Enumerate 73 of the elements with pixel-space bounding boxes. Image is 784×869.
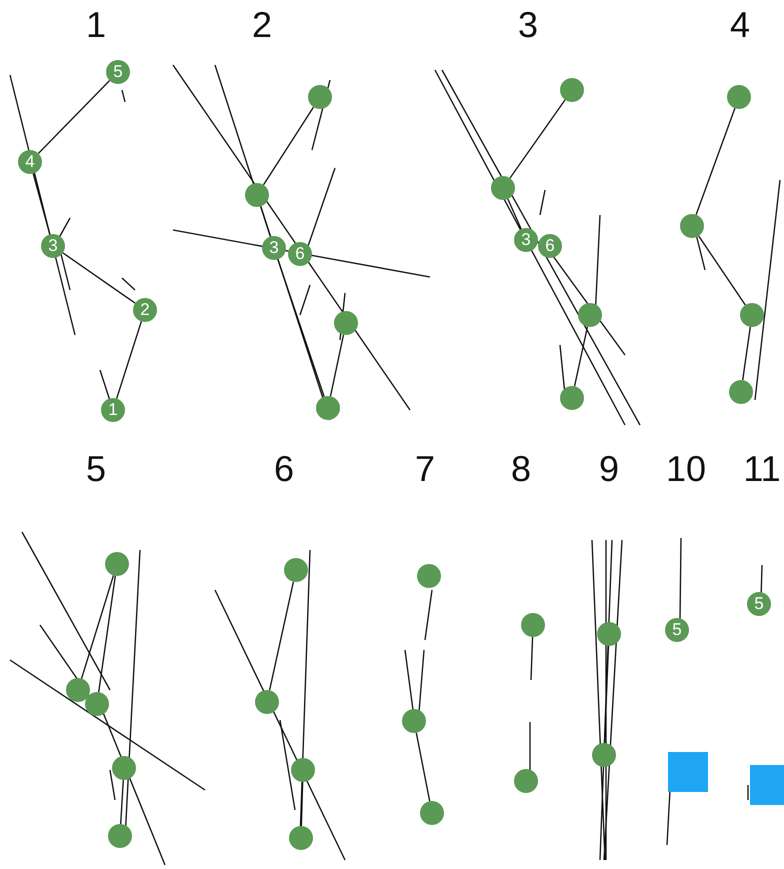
- circle-node: [420, 801, 444, 825]
- circle-node: [308, 85, 332, 109]
- circle-node: 6: [538, 234, 562, 258]
- circle-node: 5: [106, 60, 130, 84]
- connector-line: [98, 576, 116, 692]
- connector-line: [509, 99, 566, 179]
- connector-line: [507, 198, 522, 230]
- circle-node: [592, 743, 616, 767]
- connector-line: [277, 259, 325, 397]
- circle-node: [729, 380, 753, 404]
- square-node: [750, 765, 784, 805]
- connector-line: [416, 732, 430, 802]
- panel-number: 10: [666, 448, 706, 490]
- circle-node: 3: [262, 236, 286, 260]
- circle-node: [112, 756, 136, 780]
- circle-node: 2: [133, 298, 157, 322]
- circle-node: 4: [18, 150, 42, 174]
- connector-line: [38, 80, 110, 154]
- connector-line: [268, 582, 294, 690]
- connector-line: [300, 782, 304, 826]
- circle-node: [316, 396, 340, 420]
- circle-node: [402, 709, 426, 733]
- connector-line: [62, 252, 136, 304]
- panel-number: 7: [414, 448, 436, 490]
- circle-node: 3: [41, 234, 65, 258]
- circle-node: [85, 692, 109, 716]
- connector-line: [574, 326, 588, 386]
- circle-node: [514, 769, 538, 793]
- panel-number: 5: [86, 448, 106, 490]
- panel-number: 9: [598, 448, 620, 490]
- connector-line: [260, 206, 271, 237]
- panel-number: 4: [730, 4, 750, 46]
- circle-node: [105, 552, 129, 576]
- panel-number: 11: [743, 448, 781, 490]
- circle-node: [289, 826, 313, 850]
- circle-node: [560, 78, 584, 102]
- panel-number: 2: [252, 4, 272, 46]
- connector-line: [330, 334, 344, 396]
- circle-node: [284, 558, 308, 582]
- circle-node: [491, 176, 515, 200]
- panel-number: 1: [86, 4, 106, 46]
- connector-line: [120, 780, 124, 824]
- circle-node: 5: [747, 592, 771, 616]
- connector-line: [604, 646, 610, 744]
- circle-node: [108, 824, 132, 848]
- panel-number: 3: [518, 4, 538, 46]
- connector-line: [116, 321, 142, 399]
- circle-node: 3: [514, 228, 538, 252]
- connector-line: [32, 173, 50, 235]
- connector-line: [80, 575, 114, 679]
- circle-node: [578, 303, 602, 327]
- circle-node: [291, 758, 315, 782]
- connector-line: [698, 236, 746, 306]
- connector-line: [742, 326, 751, 380]
- connector-line: [696, 108, 736, 215]
- circle-node: [680, 214, 704, 238]
- circle-node: [727, 85, 751, 109]
- panel-number: 6: [274, 448, 294, 490]
- circle-node: [597, 622, 621, 646]
- circle-node: [334, 311, 358, 335]
- connector-line: [262, 106, 314, 186]
- circle-node: [521, 613, 545, 637]
- square-node: [668, 752, 708, 792]
- circle-node: 6: [288, 242, 312, 266]
- circle-node: [66, 678, 90, 702]
- circle-node: [245, 183, 269, 207]
- panel-number: 8: [510, 448, 532, 490]
- circle-node: 1: [101, 398, 125, 422]
- circle-node: [255, 690, 279, 714]
- circle-node: 5: [665, 618, 689, 642]
- circle-node: [560, 386, 584, 410]
- circle-node: [417, 564, 441, 588]
- circle-node: [740, 303, 764, 327]
